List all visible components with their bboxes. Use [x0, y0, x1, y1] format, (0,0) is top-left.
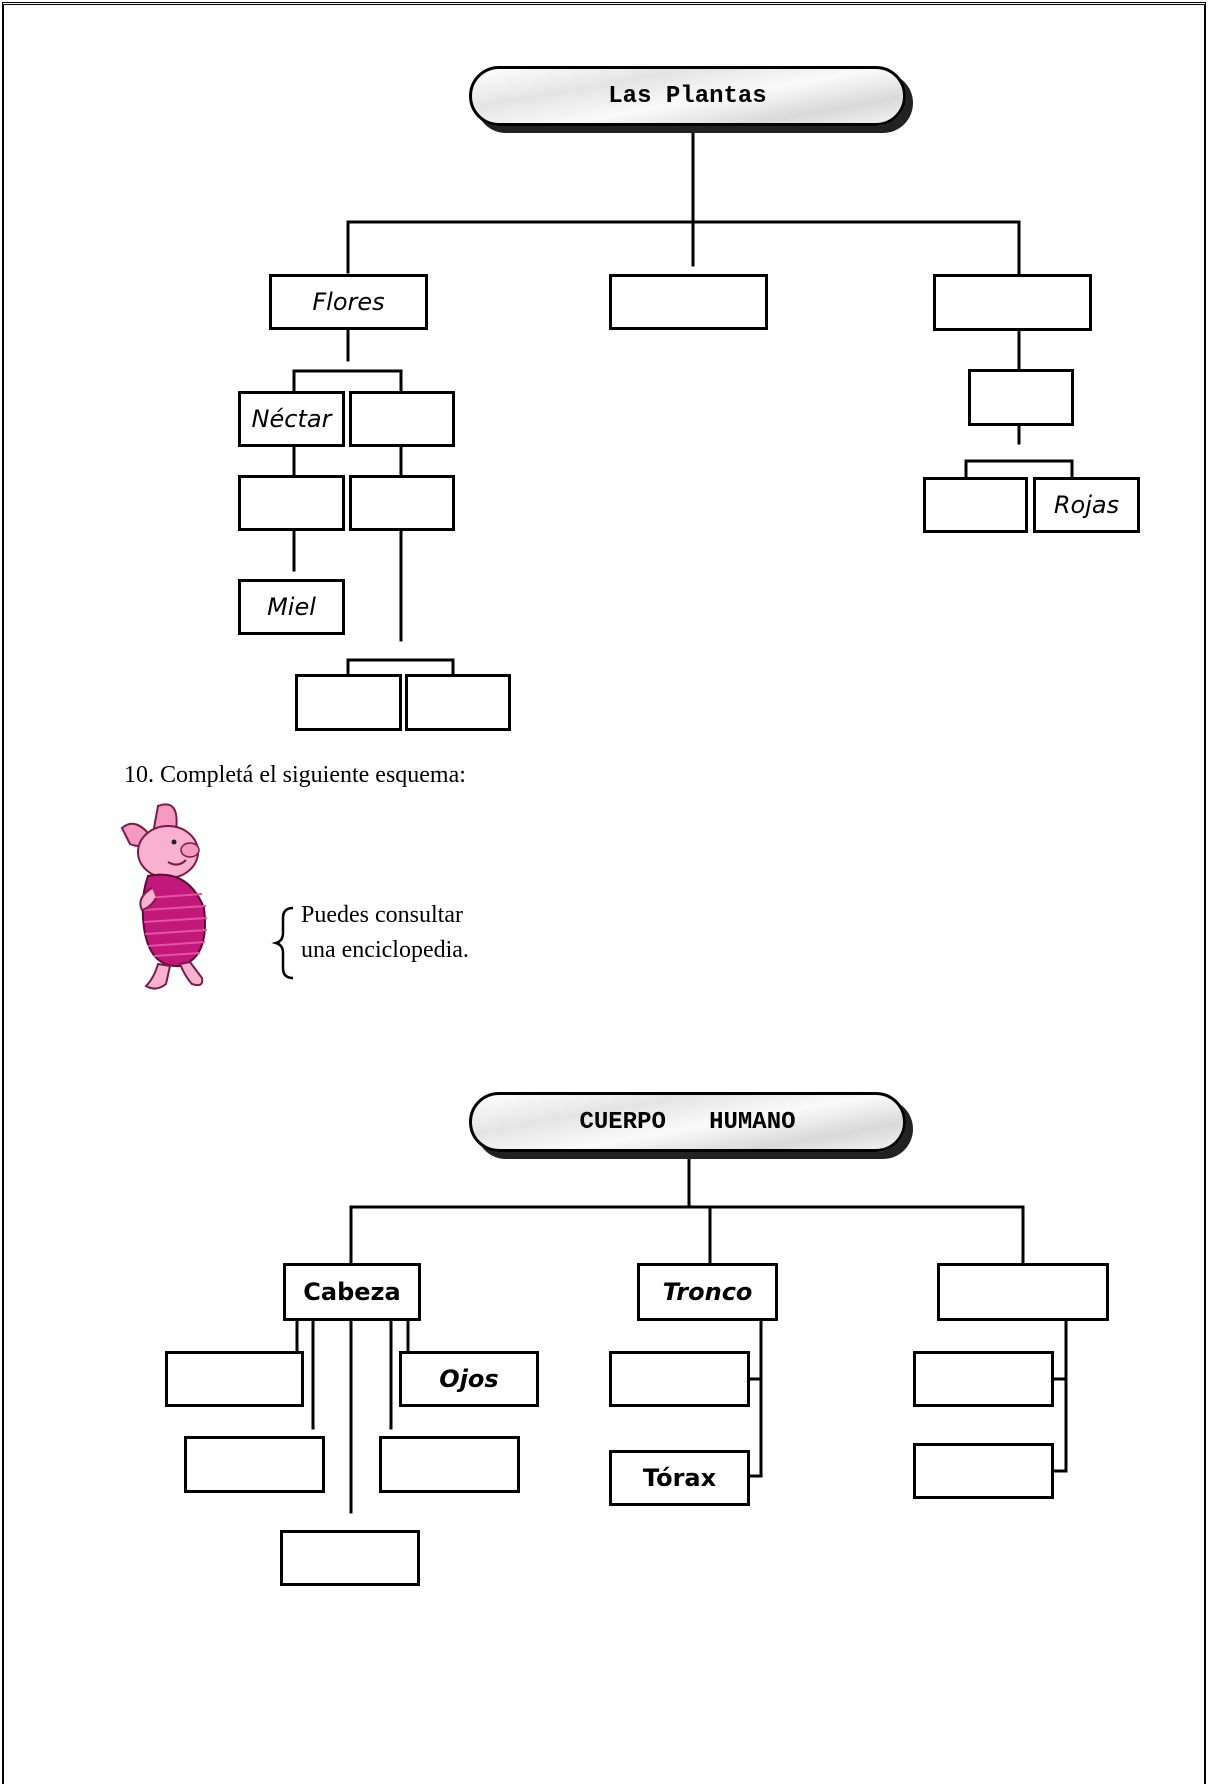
plants-blank-center[interactable] — [609, 274, 768, 330]
body-title: CUERPO HUMANO — [469, 1092, 906, 1152]
body-blank-b[interactable] — [184, 1436, 325, 1493]
hint-line-1: Puedes consultar — [301, 902, 463, 928]
plants-blank-f[interactable] — [405, 674, 511, 731]
torax-box: Tórax — [609, 1450, 750, 1506]
plants-title: Las Plantas — [469, 66, 906, 126]
flores-box: Flores — [269, 274, 428, 330]
ojos-box: Ojos — [399, 1351, 539, 1407]
body-blank-a[interactable] — [165, 1351, 304, 1407]
plants-blank-g[interactable] — [968, 369, 1074, 426]
nectar-box: Néctar — [238, 391, 345, 447]
rojas-box: Rojas — [1033, 477, 1140, 533]
body-blank-f[interactable] — [913, 1351, 1054, 1407]
plants-blank-h[interactable] — [923, 477, 1028, 533]
piglet-character-icon — [120, 803, 208, 990]
body-blank-g[interactable] — [913, 1443, 1054, 1499]
body-blank-right[interactable] — [937, 1263, 1109, 1321]
cabeza-box: Cabeza — [283, 1263, 421, 1321]
tronco-box: Tronco — [637, 1263, 778, 1321]
hint-brace — [271, 906, 294, 980]
body-blank-c[interactable] — [379, 1436, 520, 1493]
miel-box: Miel — [238, 579, 345, 635]
plants-blank-c[interactable] — [238, 475, 345, 531]
plants-blank-b[interactable] — [349, 391, 455, 447]
plants-blank-d[interactable] — [349, 475, 455, 531]
exercise-instruction: 10. Completá el siguiente esquema: — [124, 762, 466, 788]
hint-line-2: una enciclopedia. — [301, 937, 469, 963]
plants-blank-right[interactable] — [933, 274, 1092, 331]
body-blank-e[interactable] — [609, 1351, 750, 1407]
plants-blank-e[interactable] — [295, 674, 402, 731]
body-blank-d[interactable] — [280, 1530, 420, 1586]
